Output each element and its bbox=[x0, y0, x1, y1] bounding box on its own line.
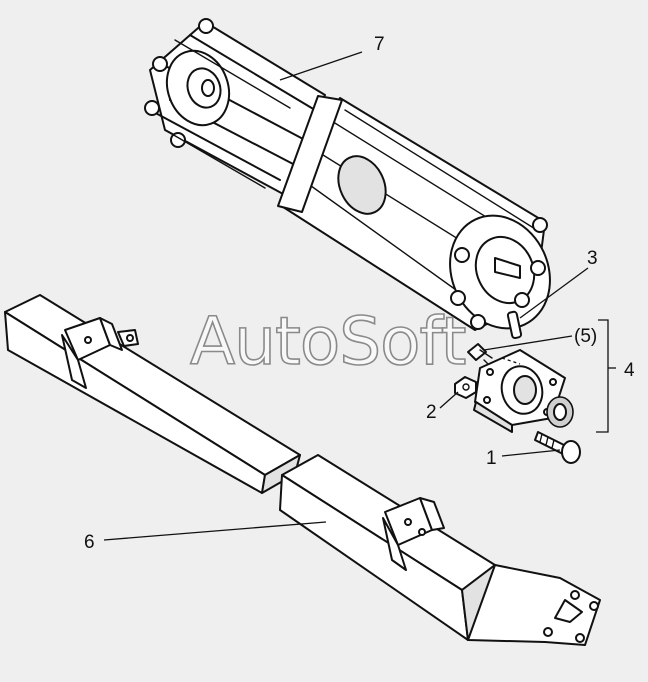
roller-cage bbox=[144, 18, 551, 331]
callout-4: 4 bbox=[624, 360, 635, 381]
bearing-assembly bbox=[454, 319, 616, 464]
callout-7: 7 bbox=[374, 34, 385, 55]
pin bbox=[506, 310, 523, 339]
leader-lines bbox=[103, 51, 589, 541]
frame-beam bbox=[4, 294, 601, 646]
callout-3: 3 bbox=[587, 248, 598, 269]
callout-6: 6 bbox=[84, 532, 95, 553]
callout-2: 2 bbox=[426, 402, 437, 423]
watermark: AutoSoft bbox=[190, 303, 466, 380]
callout-5: (5) bbox=[574, 326, 597, 347]
callout-1: 1 bbox=[486, 448, 497, 469]
